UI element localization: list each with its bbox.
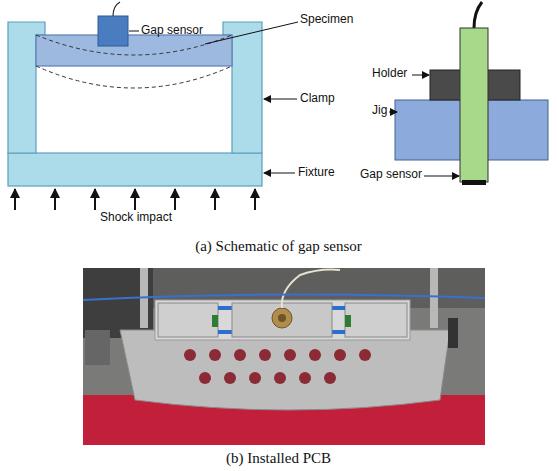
figure-caption: (b) Installed PCB <box>0 450 557 467</box>
sensor-mount <box>389 2 548 185</box>
part-label: Jig <box>372 104 387 118</box>
part-label: Gap sensor <box>141 24 203 38</box>
part-label: Fixture <box>298 166 335 180</box>
part-label: Gap sensor <box>360 168 422 182</box>
figure-caption: (a) Schematic of gap sensor <box>0 238 557 255</box>
part-label: Holder <box>372 67 407 81</box>
part-label: Specimen <box>300 13 353 27</box>
load-label: Shock impact <box>100 211 172 225</box>
pcb-photo <box>83 268 485 445</box>
part-label: Clamp <box>300 92 335 106</box>
test-rig <box>8 2 298 210</box>
